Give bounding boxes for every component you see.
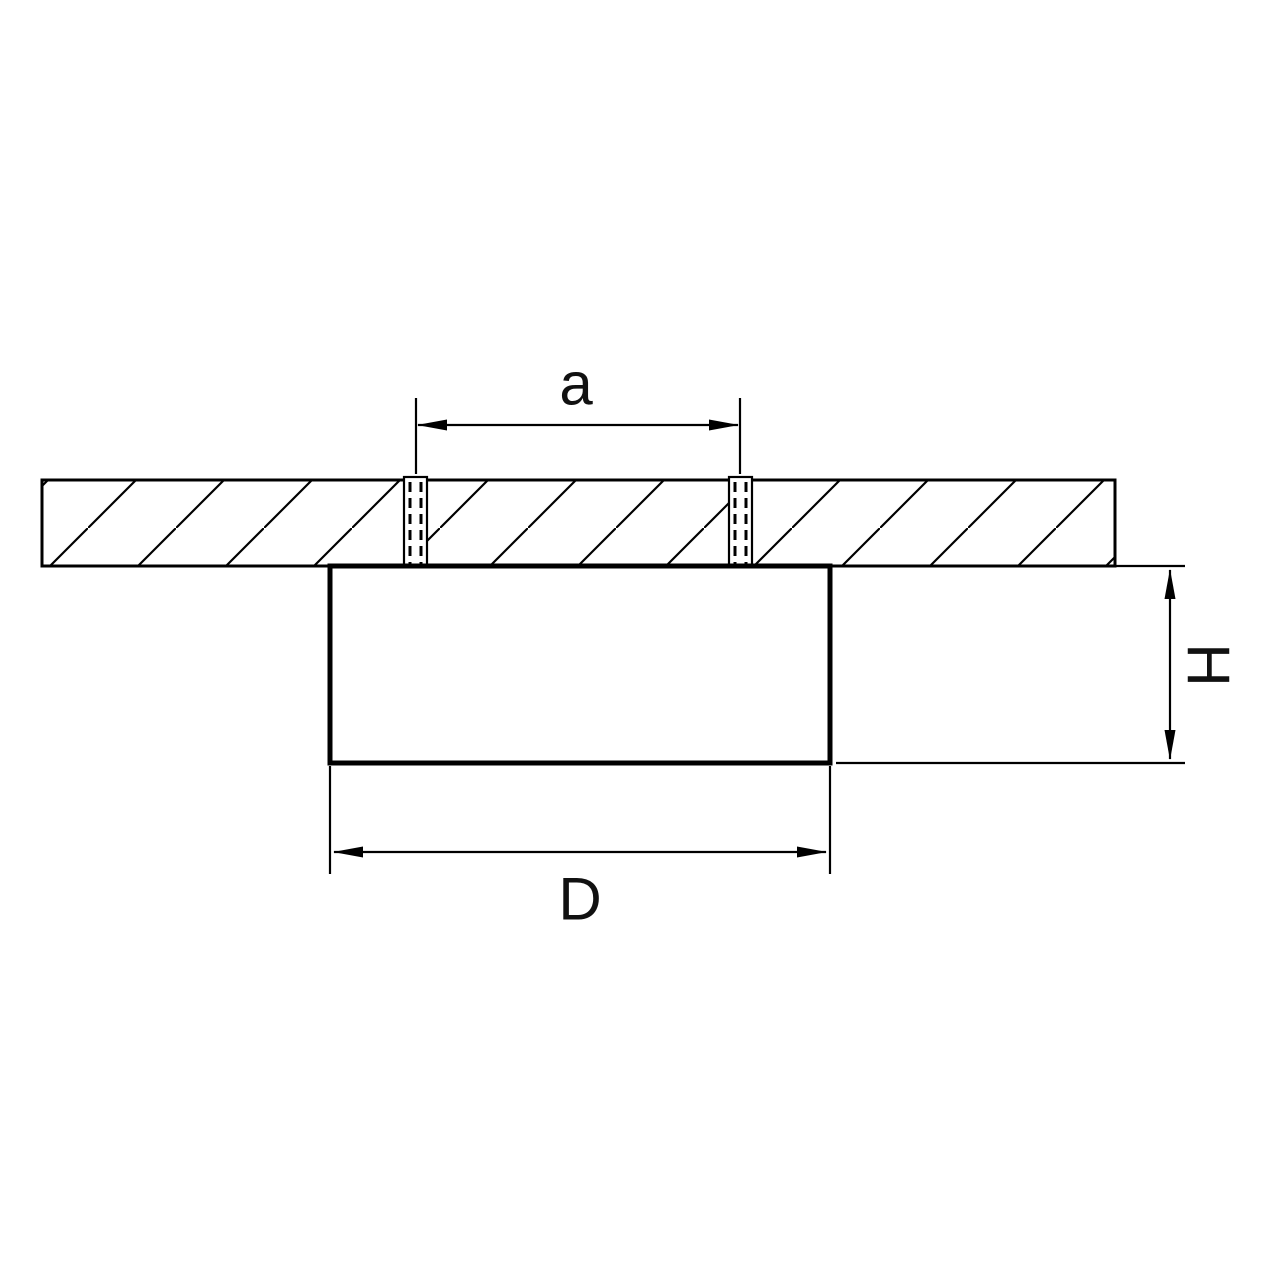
mounting-screw-right [727,475,754,571]
screw-body [727,475,754,571]
arrowhead-left [333,846,363,858]
ceiling-slab-section [40,478,1117,568]
arrowhead-left [417,419,447,431]
dimension-label-a: a [559,351,593,418]
dimension-d: D [328,766,832,933]
dimension-label-d: D [558,866,601,933]
arrowhead-right [797,846,827,858]
fixture-body [327,563,833,766]
mounting-screw-left [402,475,429,571]
dimension-h: H [836,564,1242,765]
arrowhead-bottom [1164,730,1176,760]
dimension-a: a [414,351,742,474]
arrowhead-top [1164,569,1176,599]
dimension-label-h: H [1175,643,1242,686]
screw-body [402,475,429,571]
arrowhead-right [709,419,739,431]
